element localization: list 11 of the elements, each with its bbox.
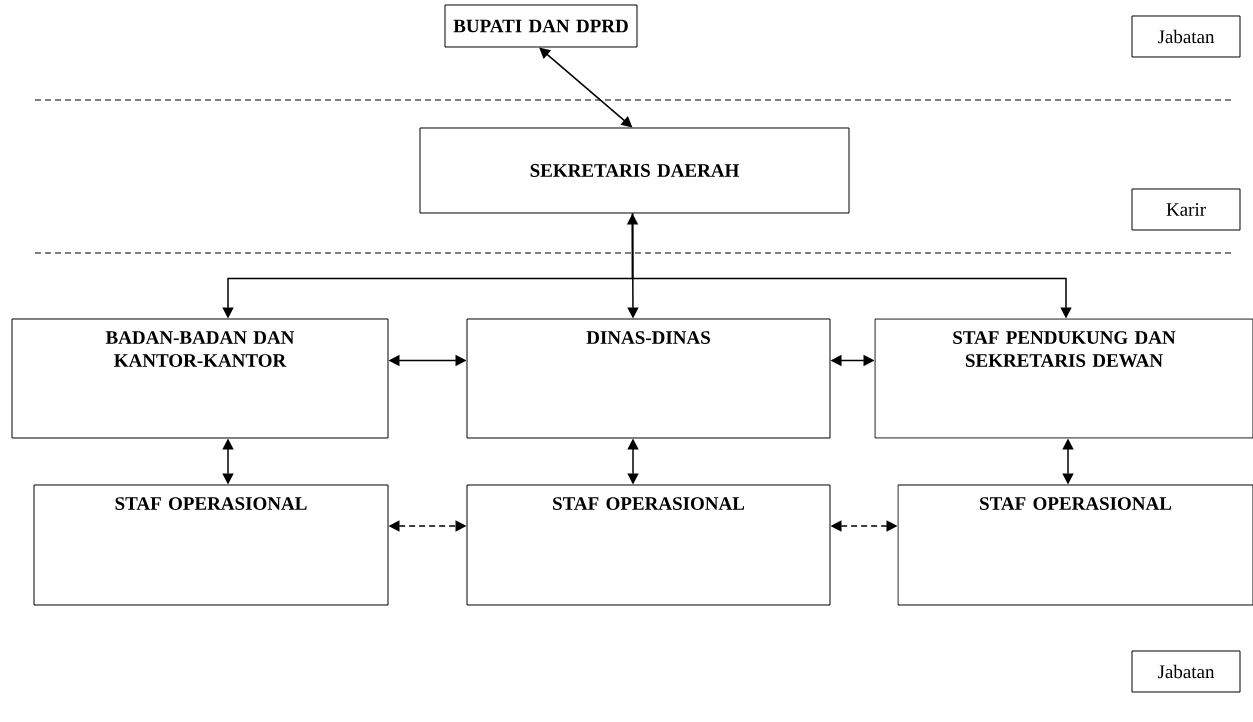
- process-box: STAF PENDUKUNG DAN SEKRETARIS DEWAN: [874, 318, 1253, 439]
- process-box: DINAS-DINAS: [466, 318, 831, 439]
- level-box: Karir: [1131, 188, 1241, 231]
- process-box: STAF OPERASIONAL: [33, 484, 389, 606]
- process-box: STAF OPERASIONAL: [466, 484, 831, 606]
- process-box: SEKRETARIS DAERAH: [419, 127, 850, 214]
- process-box: STAF OPERASIONAL: [897, 484, 1253, 606]
- level-box: Jabatan: [1131, 650, 1241, 693]
- level-box: Jabatan: [1131, 15, 1241, 58]
- title-box: BUPATI DAN DPRD: [444, 4, 638, 48]
- process-box: BADAN-BADAN DAN KANTOR-KANTOR: [11, 318, 389, 439]
